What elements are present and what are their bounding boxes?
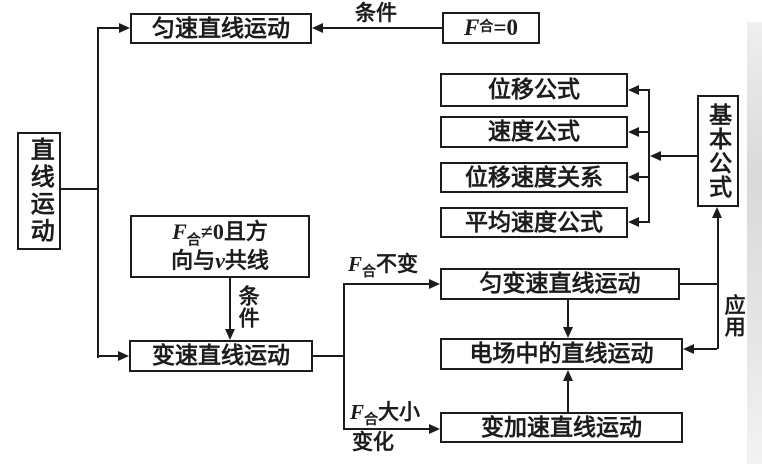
line-application-trunk bbox=[717, 216, 719, 349]
label-condition-top: 条件 bbox=[355, 1, 397, 25]
line-varying-accel-to-efield bbox=[567, 381, 569, 412]
line-to-disp-vel-relation bbox=[639, 176, 648, 178]
node-uniform-motion: 匀速直线运动 bbox=[130, 13, 312, 44]
node-varied-motion: 变速直线运动 bbox=[129, 340, 313, 372]
arrowhead-into-efield-top bbox=[563, 327, 573, 338]
f-varying-text: 大小 bbox=[378, 400, 421, 424]
node-uniform-accel-motion: 匀变速直线运动 bbox=[440, 268, 680, 300]
node-disp-vel-relation: 位移速度关系 bbox=[440, 162, 628, 193]
node-varying-accel-motion: 变加速直线运动 bbox=[440, 412, 683, 443]
net-force-nonzero-subscript: 合 bbox=[186, 233, 201, 249]
arrowhead-condition-mid bbox=[225, 329, 235, 340]
scan-artifact-strip bbox=[747, 22, 762, 464]
line-basic-formula-out bbox=[661, 155, 697, 157]
line-branch-stem bbox=[313, 355, 344, 357]
line-uniform-accel-to-efield bbox=[567, 300, 569, 327]
line-condition-mid bbox=[229, 278, 231, 329]
f-constant-text: 不变 bbox=[376, 252, 419, 276]
f-constant-subscript: 合 bbox=[362, 265, 377, 281]
line-to-avg-velocity-formula bbox=[639, 221, 648, 223]
f-constant-symbol: F bbox=[348, 252, 363, 276]
line-formula-trunk bbox=[648, 89, 650, 223]
arrowhead-into-basic-formula bbox=[712, 207, 722, 218]
node-net-force-nonzero: F合≠0且方 向与v共线 bbox=[130, 215, 310, 278]
arrowhead-into-disp-vel-relation bbox=[628, 172, 639, 182]
arrowhead-into-avg-velocity-formula bbox=[628, 217, 639, 227]
label-net-force-varying-line1: F合大小 bbox=[350, 400, 421, 427]
f-varying-symbol: F bbox=[350, 400, 365, 424]
label-net-force-varying-line2: 变化 bbox=[352, 430, 394, 454]
net-force-nonzero-text3: 共线 bbox=[224, 247, 269, 273]
net-force-nonzero-text1: ≠0且方 bbox=[200, 218, 268, 244]
line-uniform-accel-to-application bbox=[680, 283, 717, 285]
arrowhead-into-displacement-formula bbox=[628, 85, 639, 95]
line-condition-top bbox=[323, 27, 442, 29]
node-linear-motion: 直线运动 bbox=[17, 132, 61, 250]
arrowhead-basic-formula-out bbox=[650, 151, 661, 161]
net-force-nonzero-line2: 向与v共线 bbox=[171, 247, 269, 276]
line-left-trunk bbox=[97, 27, 99, 358]
label-condition-mid: 条件 bbox=[236, 285, 261, 329]
line-to-displacement-formula bbox=[639, 89, 648, 91]
net-force-nonzero-text2: 向与 bbox=[171, 247, 216, 273]
label-net-force-constant: F合不变 bbox=[348, 252, 419, 279]
f-varying-subscript: 合 bbox=[364, 413, 379, 429]
node-basic-formula: 基本公式 bbox=[697, 95, 739, 207]
node-avg-velocity-formula: 平均速度公式 bbox=[440, 207, 628, 238]
arrowhead-into-uniform-motion bbox=[119, 23, 130, 33]
node-displacement-formula: 位移公式 bbox=[440, 73, 628, 107]
arrowhead-into-varying-accel bbox=[429, 424, 440, 434]
arrowhead-into-velocity-formula bbox=[628, 127, 639, 137]
arrowhead-into-uniform-accel bbox=[429, 279, 440, 289]
line-branch-bottom bbox=[345, 428, 429, 430]
node-efield-motion: 电场中的直线运动 bbox=[440, 338, 683, 370]
net-force-zero-value: =0 bbox=[493, 15, 518, 41]
arrowhead-condition-top bbox=[312, 23, 323, 33]
line-to-varied-motion bbox=[99, 355, 118, 357]
net-force-nonzero-line1: F合≠0且方 bbox=[172, 218, 268, 249]
label-application: 应用 bbox=[722, 294, 747, 338]
line-to-uniform-motion bbox=[99, 27, 119, 29]
net-force-nonzero-symbol: F bbox=[172, 218, 187, 244]
arrowhead-into-efield-right bbox=[683, 344, 694, 354]
net-force-zero-symbol: F bbox=[464, 15, 480, 41]
arrowhead-into-varied-motion bbox=[118, 351, 129, 361]
line-to-velocity-formula bbox=[639, 131, 648, 133]
velocity-symbol: v bbox=[215, 247, 225, 273]
line-branch-trunk bbox=[343, 283, 345, 430]
arrowhead-into-efield-bottom bbox=[563, 370, 573, 381]
line-branch-top bbox=[345, 283, 429, 285]
line-linear-motion-stub bbox=[60, 188, 97, 190]
node-velocity-formula: 速度公式 bbox=[440, 116, 628, 148]
line-application-to-efield bbox=[692, 348, 717, 350]
